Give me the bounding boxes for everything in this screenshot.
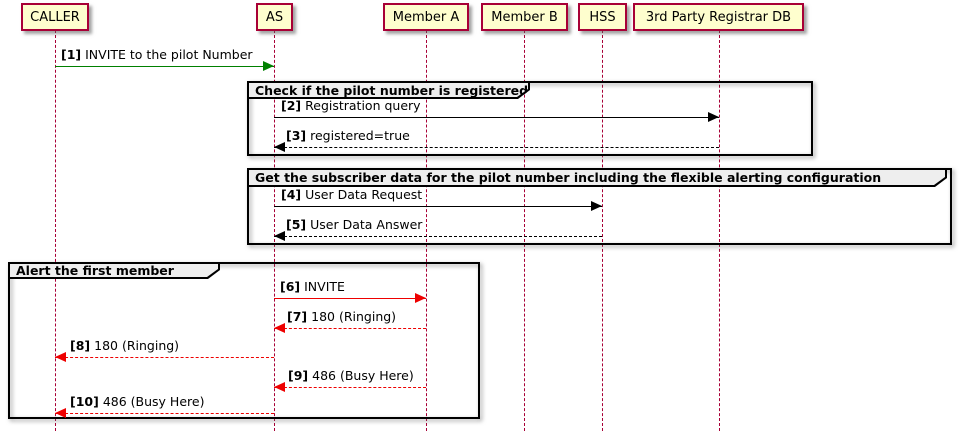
lifeline-member-a [426,30,427,431]
fragment-header: Get the subscriber data for the pilot nu… [247,168,947,187]
message-line [274,387,426,388]
message-label: [4]User Data Request [281,187,422,202]
message-label: [6]INVITE [280,279,345,294]
message-number: [7] [287,309,308,324]
arrowhead-icon [708,112,719,122]
message-text: INVITE [304,279,345,294]
fragment-title: Check if the pilot number is registered [255,82,529,98]
message-number: [2] [281,98,302,113]
participant-label: Member A [392,9,460,25]
message-line [274,298,426,299]
participant-label: CALLER [30,9,80,25]
participant-label: 3rd Party Registrar DB [645,9,792,25]
fragment-header: Alert the first member [8,262,220,279]
message-text: Registration query [305,98,421,113]
participant-label: Member B [491,9,558,25]
participant-as: AS [256,3,293,31]
fragment-title: Alert the first member [16,263,174,278]
participant-registrar: 3rd Party Registrar DB [633,3,804,31]
message-line [274,147,719,148]
participant-caller: CALLER [21,3,89,31]
arrowhead-icon [263,61,274,71]
message-text: User Data Request [305,187,423,202]
fragment-header-fill [10,264,218,277]
message-label: [5]User Data Answer [286,217,422,232]
fragment-header-fill [249,83,528,97]
participant-hss: HSS [578,3,627,31]
message-text: registered=true [310,128,410,143]
message-label: [7]180 (Ringing) [287,309,396,324]
participant-member-b: Member B [481,3,568,31]
message-text: 180 (Ringing) [94,338,180,353]
participant-member-a: Member A [383,3,469,31]
arrowhead-icon [274,142,285,152]
message-line [274,236,602,237]
message-text: 486 (Busy Here) [312,368,414,383]
lifeline-caller [55,30,56,431]
message-line [274,117,719,118]
arrowhead-icon [274,382,285,392]
fragment-header: Check if the pilot number is registered [247,81,530,99]
arrowhead-icon [415,293,426,303]
arrowhead-icon [274,231,285,241]
lifeline-registrar [719,30,720,431]
message-line [274,206,602,207]
message-number: [10] [70,394,99,409]
arrowhead-icon [274,323,285,333]
fragment-title: Get the subscriber data for the pilot nu… [255,170,882,185]
arrowhead-icon [591,201,602,211]
lifeline-member-b [524,30,525,431]
message-line [274,328,426,329]
participant-label: HSS [589,9,616,25]
message-number: [6] [280,279,301,294]
message-number: [1] [61,47,82,62]
fragment-header-fill [249,170,945,185]
lifeline-hss [602,30,603,431]
message-label: [8]180 (Ringing) [70,338,179,353]
message-number: [8] [70,338,91,353]
fragment-alert-first-member [8,262,480,419]
message-line [55,66,274,67]
message-line [55,357,274,358]
message-label: [1]INVITE to the pilot Number [61,47,253,62]
message-label: [2]Registration query [281,98,421,113]
participant-label: AS [265,9,284,25]
lifeline-as [274,30,275,431]
arrowhead-icon [55,352,66,362]
arrowhead-icon [55,408,66,418]
message-text: 180 (Ringing) [311,309,397,324]
message-number: [5] [286,217,307,232]
message-number: [4] [281,187,302,202]
message-text: User Data Answer [310,217,423,232]
message-number: [3] [286,128,307,143]
message-number: [9] [288,368,309,383]
fragment-check-registered [247,81,813,156]
message-label: [3]registered=true [286,128,410,143]
message-text: 486 (Busy Here) [102,394,205,409]
message-text: INVITE to the pilot Number [85,47,253,62]
message-label: [9]486 (Busy Here) [288,368,414,383]
message-label: [10]486 (Busy Here) [70,394,204,409]
message-line [55,413,274,414]
